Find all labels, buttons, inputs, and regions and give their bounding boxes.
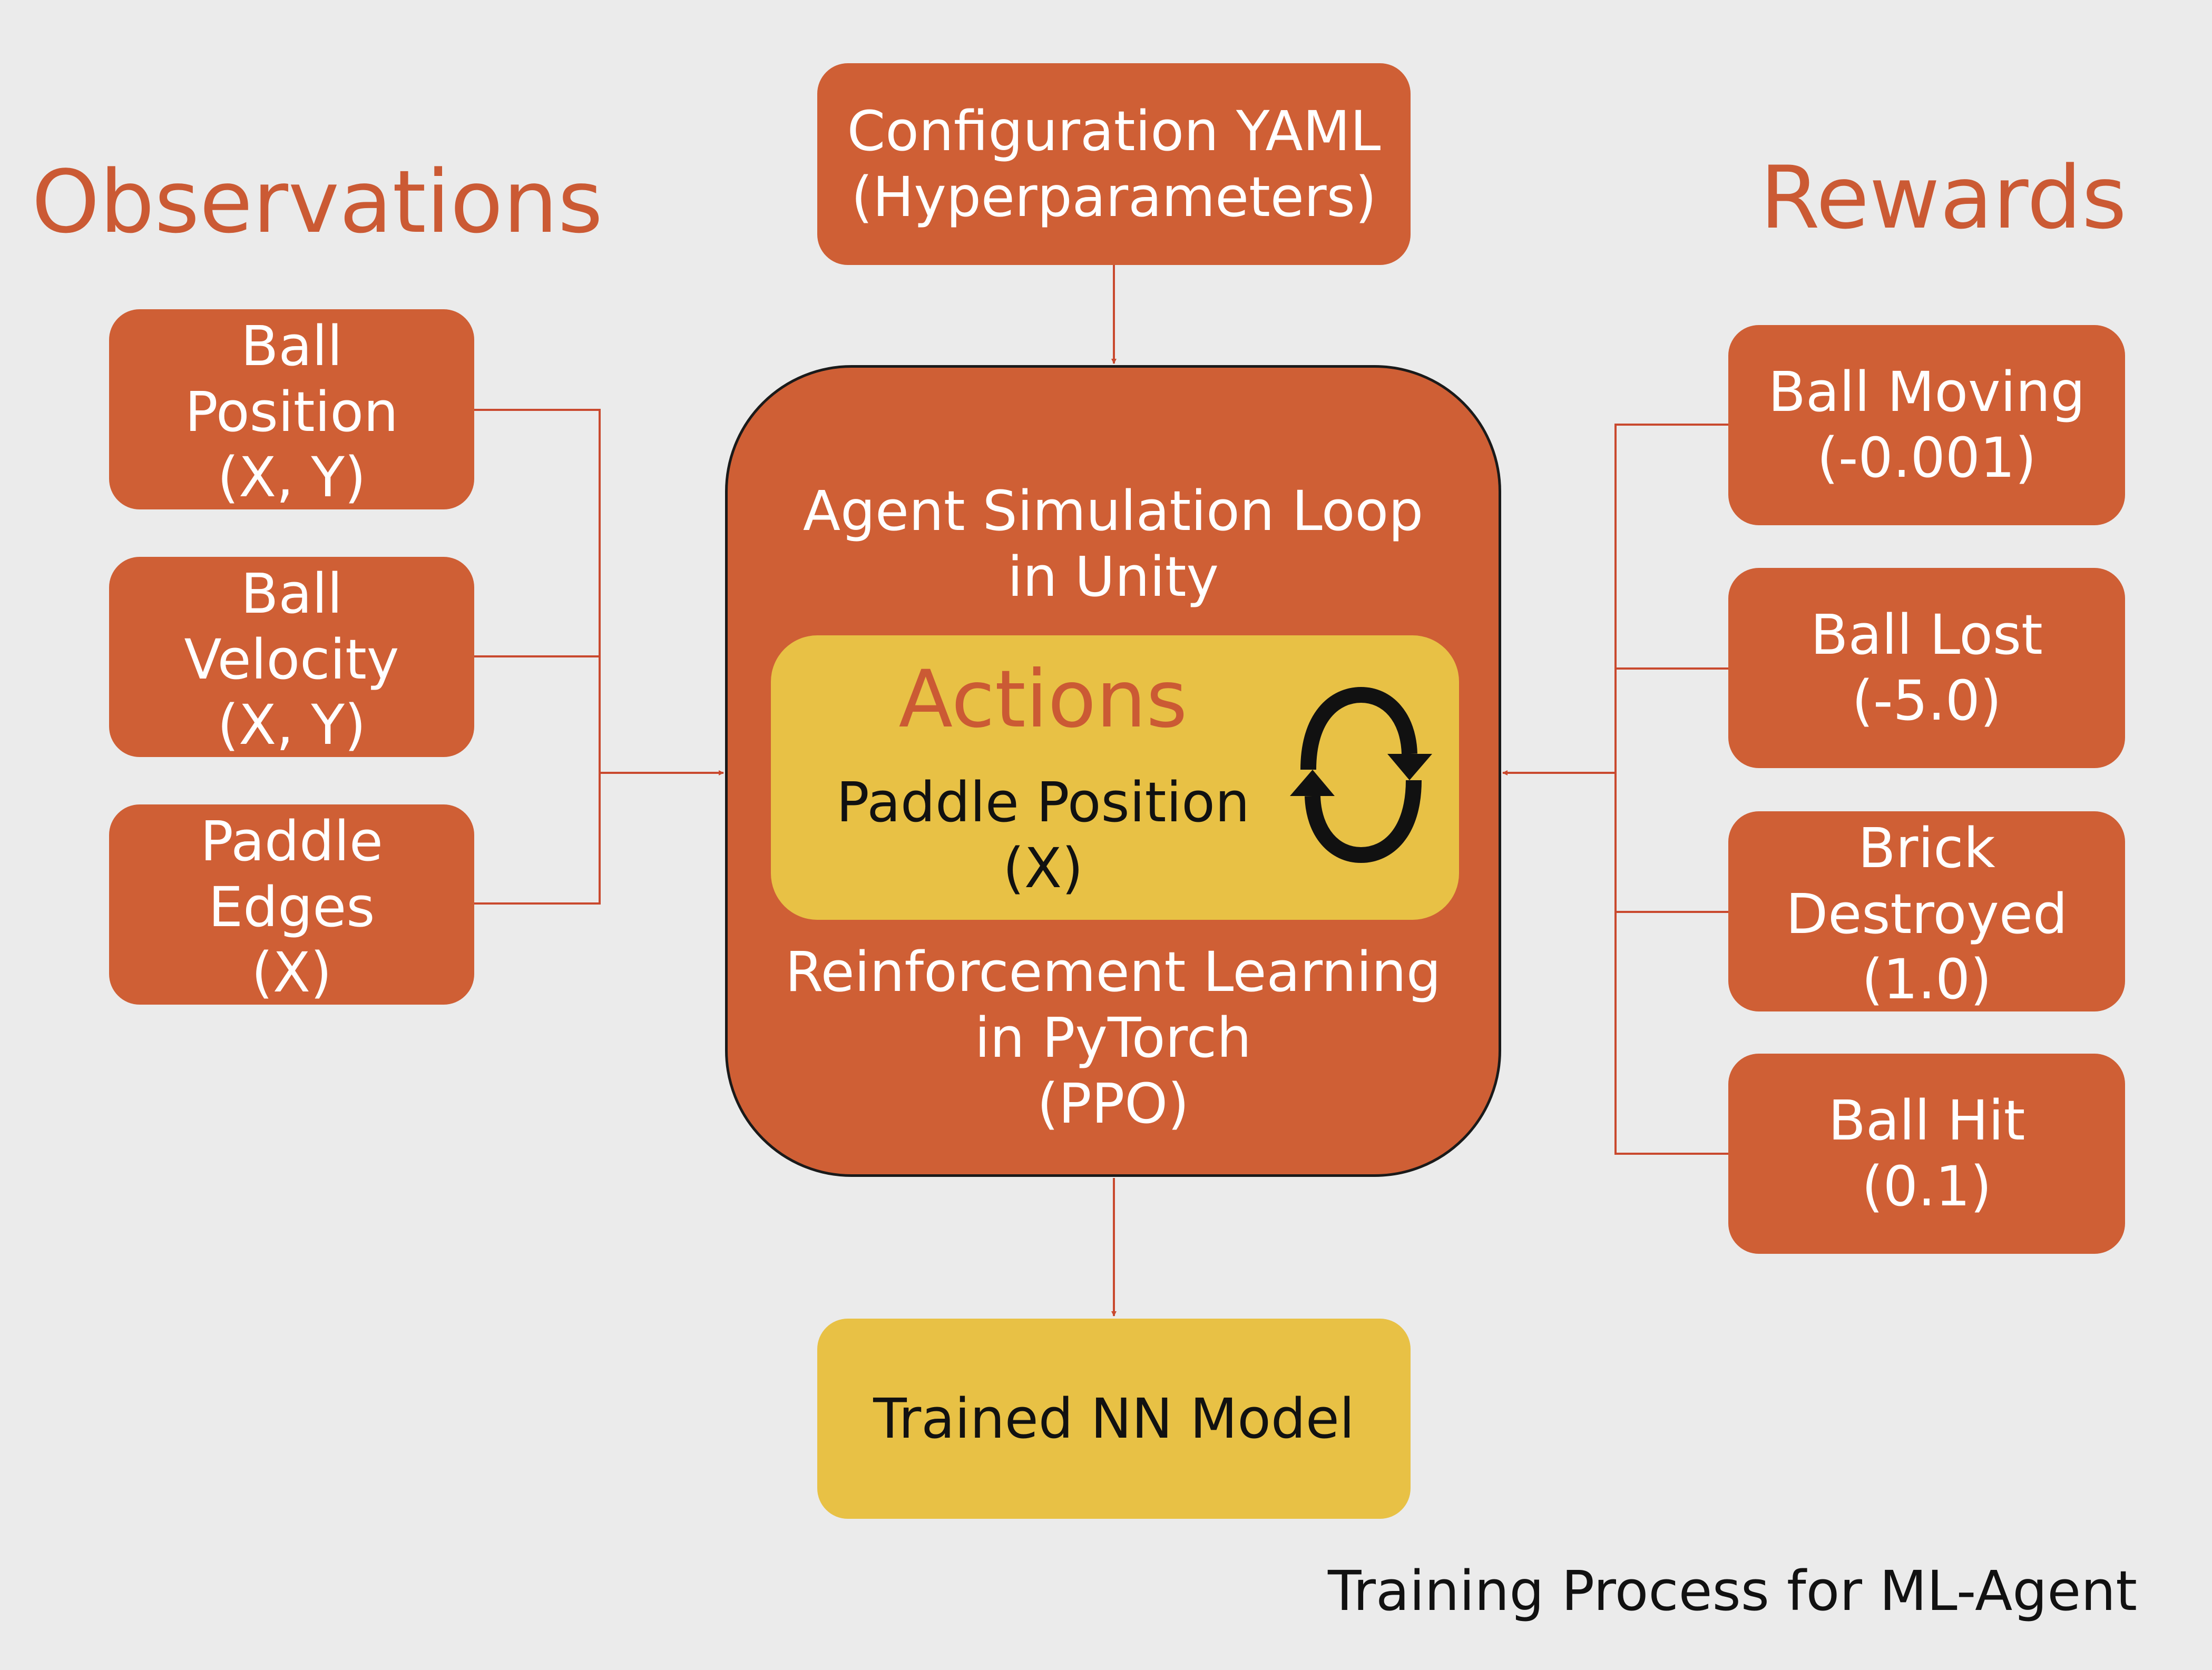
observation-ball-position-box: Ball Position (X, Y) <box>109 309 474 509</box>
rl-line: in PyTorch <box>974 1005 1252 1070</box>
loop-title-line: Agent Simulation Loop <box>802 479 1424 543</box>
reward-ball-hit-box: Ball Hit (0.1) <box>1728 1054 2125 1254</box>
reward-brick-destroyed-box: Brick Destroyed (1.0) <box>1728 811 2125 1011</box>
agent-simulation-loop-box: Agent Simulation Loop in Unity Actions P… <box>725 365 1501 1177</box>
actions-title: Actions <box>898 654 1188 745</box>
reward-line: (0.1) <box>1862 1154 1992 1219</box>
trained-nn-model-box: Trained NN Model <box>817 1319 1411 1519</box>
reward-line: (-5.0) <box>1852 669 2002 733</box>
observation-line: Edges <box>208 875 375 939</box>
rl-line: (PPO) <box>1037 1071 1189 1136</box>
output-label: Trained NN Model <box>873 1386 1355 1451</box>
loop-title: Agent Simulation Loop in Unity <box>728 478 1499 610</box>
loop-title-line: in Unity <box>1007 544 1219 609</box>
observation-line: Position <box>185 379 398 444</box>
reward-line: (-0.001) <box>1817 426 2037 490</box>
reward-line: Destroyed <box>1786 881 2068 946</box>
observation-ball-velocity-box: Ball Velocity (X, Y) <box>109 557 474 757</box>
reward-line: Brick <box>1858 816 1995 880</box>
config-line: (Hyperparameters) <box>851 164 1377 229</box>
observation-line: (X, Y) <box>217 445 366 509</box>
actions-detail: Paddle Position (X) <box>771 770 1315 901</box>
actions-line: Paddle Position <box>836 770 1250 834</box>
reward-line: (1.0) <box>1862 947 1992 1011</box>
refresh-cycle-icon <box>1290 686 1432 863</box>
actions-box: Actions Paddle Position (X) <box>771 635 1459 920</box>
observation-line: Ball <box>241 313 342 378</box>
rewards-heading: Rewards <box>1760 148 2127 248</box>
observation-line: Ball <box>241 561 342 626</box>
rl-line: Reinforcement Learning <box>785 940 1441 1004</box>
figure-caption: Training Process for ML-Agent <box>1328 1559 2137 1623</box>
reward-line: Ball Lost <box>1810 603 2043 667</box>
actions-line: (X) <box>1003 836 1083 900</box>
observation-line: (X, Y) <box>217 693 366 757</box>
config-line: Configuration YAML <box>847 99 1381 163</box>
reward-line: Ball Hit <box>1828 1088 2025 1153</box>
observation-line: Velocity <box>184 627 399 692</box>
reward-ball-lost-box: Ball Lost (-5.0) <box>1728 568 2125 768</box>
configuration-yaml-box: Configuration YAML (Hyperparameters) <box>817 63 1411 265</box>
observation-paddle-edges-box: Paddle Edges (X) <box>109 804 474 1005</box>
reinforcement-learning-label: Reinforcement Learning in PyTorch (PPO) <box>728 939 1499 1136</box>
observation-line: (X) <box>251 940 332 1005</box>
reward-line: Ball Moving <box>1768 360 2086 425</box>
rewards-bracket <box>1614 424 1728 1155</box>
reward-ball-moving-box: Ball Moving (-0.001) <box>1728 325 2125 525</box>
observations-heading: Observations <box>32 152 603 252</box>
observation-line: Paddle <box>200 809 383 873</box>
